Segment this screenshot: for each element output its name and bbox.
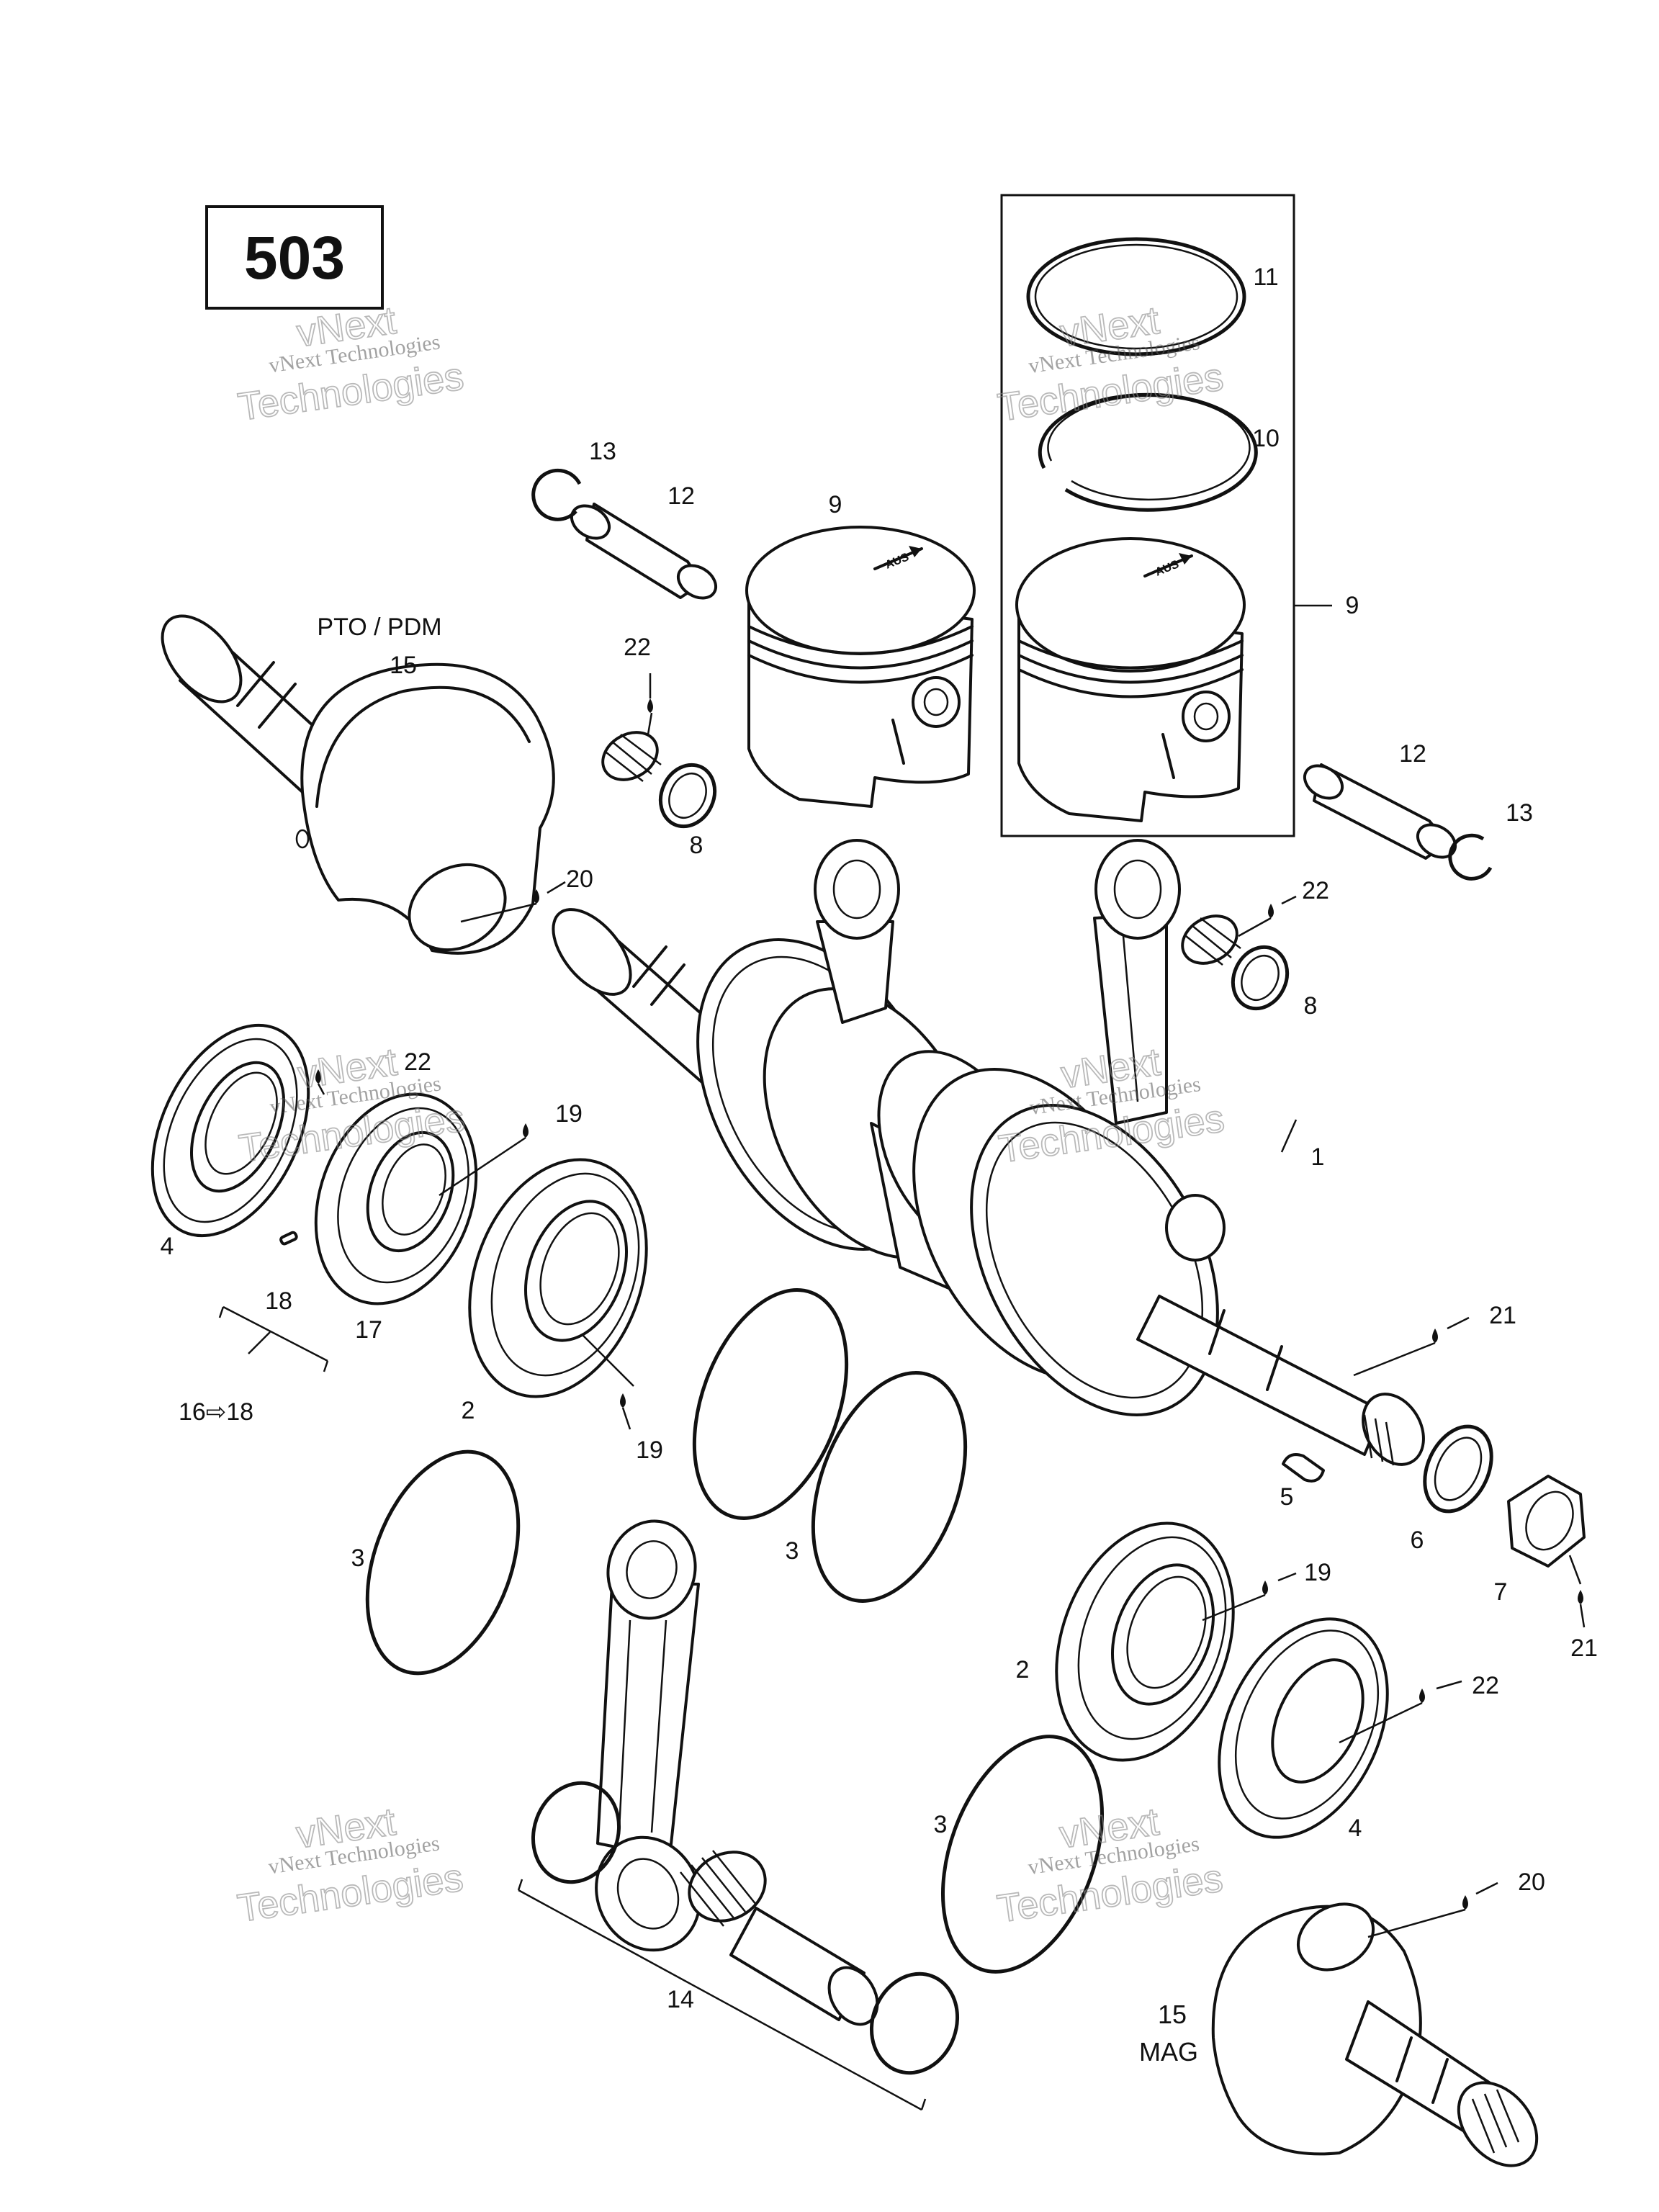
crank-pin-kit	[517, 1781, 960, 2111]
ball-bearing-pto	[468, 1158, 648, 1398]
roller-bearing-pto	[314, 1092, 478, 1305]
crank-half-mag	[1211, 1902, 1539, 2167]
callout-3-lower: 3	[934, 1811, 948, 1838]
callout-15-mag: 15	[1158, 2000, 1187, 2029]
o-ring-center-left	[692, 1288, 849, 1520]
leader-lines	[317, 673, 1586, 1938]
crankshaft-nut	[1507, 1475, 1586, 1568]
callouts: 1 2 2 3 3 3 4 4 5 6 7 8 8 9 9 10 11 12 1…	[161, 264, 1598, 2067]
crank-half-pto	[161, 614, 555, 955]
connecting-rod-left	[814, 839, 900, 1024]
callout-22-left: 22	[404, 1048, 431, 1076]
callout-4-bottom: 4	[1349, 1815, 1362, 1842]
watermark-top-left: vNext vNext Technologies Technologies	[235, 298, 467, 430]
piston-ring-second	[1038, 392, 1258, 512]
watermark-bottom-right: vNext vNext Technologies Technologies	[994, 1799, 1226, 1931]
piston-ring-top	[1026, 237, 1246, 356]
callout-20-bottom: 20	[1518, 1869, 1545, 1896]
callout-20-top: 20	[566, 866, 593, 893]
piston-right: AUS	[1015, 537, 1246, 822]
range-bracket	[218, 1305, 329, 1372]
oil-seal-mag	[1218, 1617, 1389, 1839]
callout-9-right: 9	[1346, 592, 1359, 619]
lube-drops	[315, 698, 1583, 1910]
callout-22-bottom: 22	[1472, 1672, 1499, 1699]
woodruff-key	[1282, 1453, 1325, 1483]
label-mag: MAG	[1139, 2037, 1198, 2067]
oil-seal-pto	[150, 1023, 310, 1238]
big-end-needle-bearing	[680, 1850, 767, 1927]
callout-22-right: 22	[1302, 877, 1329, 904]
callout-18: 18	[265, 1287, 292, 1315]
small-end-bearing-left	[601, 731, 662, 782]
thrust-washer-left	[658, 763, 717, 829]
callout-13-left: 13	[589, 438, 616, 465]
callout-21-bottom: 21	[1570, 1635, 1598, 1662]
callout-15-pto: 15	[390, 652, 417, 679]
connecting-rod-right	[1093, 839, 1181, 1125]
callout-2-top: 2	[462, 1397, 475, 1424]
circlip-right	[1448, 833, 1493, 881]
callout-22-top: 22	[624, 634, 651, 661]
wrist-pin-right	[1303, 763, 1457, 860]
callout-13-right: 13	[1506, 799, 1533, 827]
crankshaft-main	[552, 908, 1425, 1466]
callout-6: 6	[1411, 1527, 1424, 1554]
callout-17: 17	[355, 1316, 382, 1344]
callout-19-top: 19	[555, 1100, 583, 1128]
callout-12-right: 12	[1399, 740, 1426, 768]
callout-3-left: 3	[351, 1545, 365, 1572]
circlip-left	[531, 468, 582, 521]
figure-number-box: 503	[205, 205, 384, 310]
figure-number: 503	[244, 224, 345, 292]
callout-3-center: 3	[786, 1537, 799, 1565]
callout-14: 14	[667, 1986, 694, 2013]
watermark-top-right: vNext vNext Technologies Technologies	[994, 298, 1226, 430]
callout-1: 1	[1311, 1143, 1325, 1171]
o-ring-center-right	[811, 1371, 968, 1603]
wrist-pin-left	[570, 503, 718, 600]
callout-19-bottom: 19	[1304, 1559, 1331, 1586]
connecting-rod-lower	[595, 1519, 701, 1952]
callout-8-left: 8	[690, 832, 703, 859]
small-end-bearing-right	[1181, 914, 1241, 966]
callout-4-top: 4	[161, 1233, 174, 1260]
callout-9-left: 9	[829, 491, 842, 518]
callout-11: 11	[1253, 264, 1278, 291]
watermark-bottom-left: vNext vNext Technologies Technologies	[234, 1799, 466, 1931]
piston-left: AUS	[745, 526, 976, 808]
callout-12-left: 12	[667, 482, 695, 510]
callout-8-right: 8	[1304, 992, 1318, 1020]
label-pto: PTO / PDM	[317, 613, 441, 641]
callout-7: 7	[1494, 1578, 1508, 1606]
callout-19-lower: 19	[636, 1437, 663, 1464]
o-ring-left	[365, 1449, 521, 1676]
label-range-16-18: 16⇨18	[179, 1398, 253, 1426]
piston-kit-frame	[1000, 194, 1295, 837]
callout-5: 5	[1280, 1483, 1294, 1511]
callout-10: 10	[1252, 425, 1280, 452]
ball-bearing-mag	[1055, 1521, 1235, 1762]
dowel-pin	[279, 1231, 298, 1246]
callout-21-top: 21	[1489, 1302, 1516, 1329]
o-ring-lower	[940, 1735, 1105, 1974]
thrust-washer-right	[1231, 945, 1290, 1011]
callout-2-bottom: 2	[1016, 1656, 1030, 1683]
lock-washer	[1423, 1424, 1493, 1514]
